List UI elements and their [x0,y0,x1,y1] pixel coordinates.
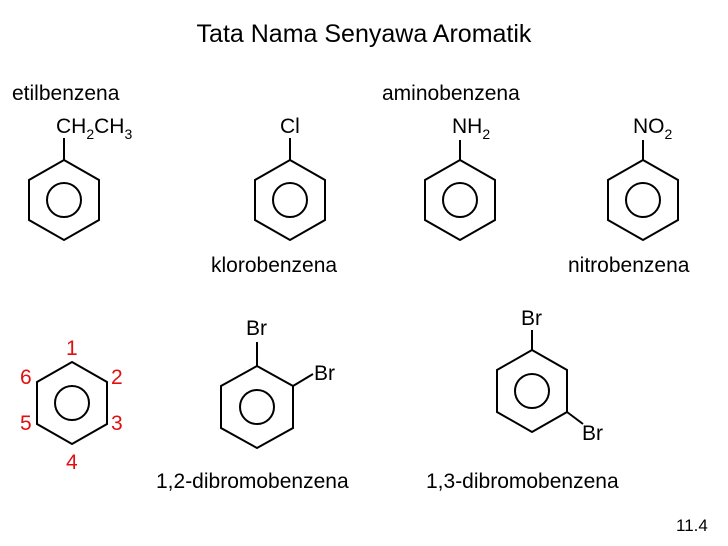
page-title: Tata Nama Senyawa Aromatik [196,20,532,48]
position-number-6: 6 [20,366,32,389]
benzene-ring [424,158,496,242]
aromatic-circle [272,182,308,218]
amino-substituent: NH2 [452,115,490,141]
slide-number: 11.4 [676,516,708,535]
benzene-ring [496,348,568,434]
etilbenzena-label: etilbenzena [12,82,120,105]
dibromo13-structure [496,330,584,434]
aromatic-circle [514,373,550,409]
benzene-ring [220,364,294,450]
nitro-index: 2 [664,126,673,142]
etilbenzena-structure [28,138,100,242]
chloro-substituent: Cl [280,115,300,138]
dibromo12-br-right: Br [314,362,335,385]
aromatic-circle [46,182,82,218]
benzene-ring [254,158,326,242]
dibromo12-label: 1,2-dibromobenzena [156,470,349,493]
ethyl-index-b: 3 [124,126,133,142]
position-number-3: 3 [111,412,123,435]
aminobenzena-structure [424,140,496,242]
nitro-no: NO [633,115,665,138]
nitrobenzena-label: nitrobenzena [568,254,690,277]
dibromo12-structure [220,342,314,450]
dibromo12-br-top: Br [246,317,267,340]
dibromo13-br-top: Br [521,307,542,330]
aminobenzena-label: aminobenzena [382,82,520,105]
klorobenzena-structure [254,138,326,242]
klorobenzena-label: klorobenzena [211,254,338,277]
ethyl-ch-b: CH [94,115,125,138]
aromatic-circle [442,182,478,218]
benzene-ring [36,360,108,446]
amino-nh: NH [452,115,483,138]
aromatic-circle [625,182,661,218]
aromatic-circle [239,389,275,425]
position-number-5: 5 [20,412,32,435]
ethyl-index-a: 2 [86,126,95,142]
nitro-substituent: NO2 [633,115,672,141]
nitrobenzena-structure [607,140,679,242]
aromatic-circle [54,385,90,421]
benzene-ring [28,158,100,242]
amino-index: 2 [482,126,491,142]
position-number-1: 1 [66,337,78,360]
ethyl-substituent: CH2CH3 [56,115,132,141]
position-number-4: 4 [66,451,78,474]
dibromo13-label: 1,3-dibromobenzena [426,470,619,493]
ethyl-ch-a: CH [56,115,87,138]
benzene-ring [607,158,679,242]
numbered-ring-structure [36,360,108,446]
dibromo13-br-bottom: Br [582,422,603,445]
position-number-2: 2 [111,366,123,389]
